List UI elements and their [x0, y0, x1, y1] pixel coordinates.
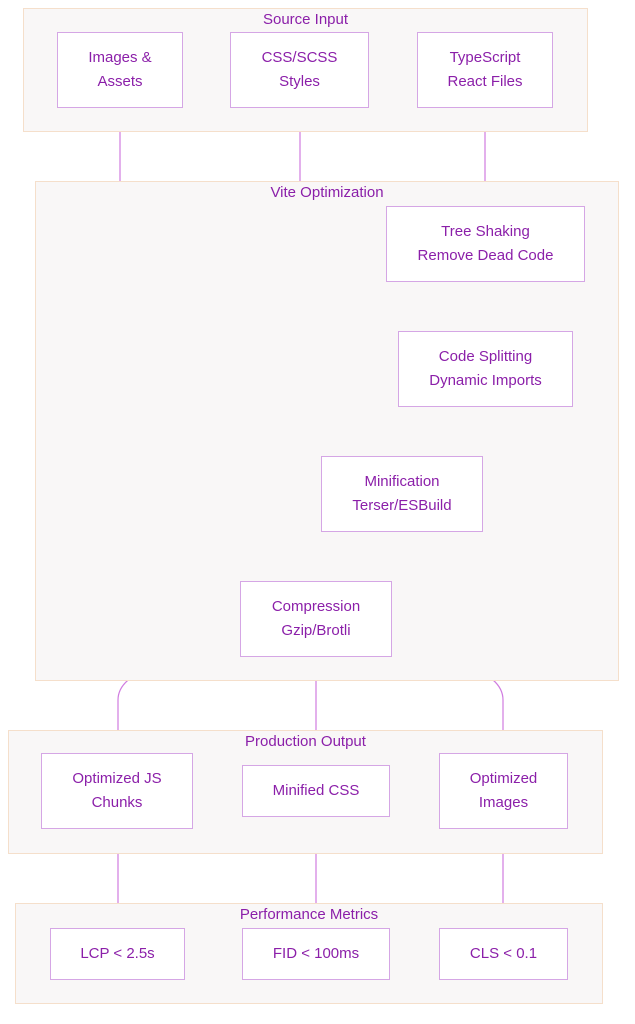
node-compression: Compression Gzip/Brotli [240, 581, 392, 657]
node-compression-line1: Compression [271, 598, 361, 615]
node-tree-shaking-line2: Remove Dead Code [417, 247, 554, 264]
node-typescript-line2: React Files [447, 73, 523, 90]
node-lcp: LCP < 2.5s [50, 928, 185, 980]
group-title-vite-optimization: Vite Optimization [270, 184, 384, 201]
group-title-production-output: Production Output [245, 733, 366, 750]
node-typescript-line1: TypeScript [449, 49, 521, 66]
node-code-splitting-line1: Code Splitting [438, 348, 533, 365]
node-minified-css: Minified CSS [242, 765, 390, 817]
node-fid: FID < 100ms [242, 928, 390, 980]
node-images-assets-line2: Assets [97, 73, 143, 90]
node-optimized-images: Optimized Images [439, 753, 568, 829]
node-cls: CLS < 0.1 [439, 928, 568, 980]
node-images-assets: Images & Assets [57, 32, 183, 108]
group-title-source-input: Source Input [262, 11, 349, 28]
node-optimized-js-chunks: Optimized JS Chunks [41, 753, 193, 829]
node-optimized-js-line1: Optimized JS [72, 770, 162, 787]
node-minification-line2: Terser/ESBuild [352, 497, 452, 514]
node-css-scss-line1: CSS/SCSS [261, 49, 338, 66]
node-minification: Minification Terser/ESBuild [321, 456, 483, 532]
node-minified-css-line1: Minified CSS [272, 782, 360, 799]
node-tree-shaking: Tree Shaking Remove Dead Code [386, 206, 585, 282]
node-typescript-react-files: TypeScript React Files [417, 32, 553, 108]
group-title-performance-metrics: Performance Metrics [239, 906, 379, 923]
node-css-scss-styles: CSS/SCSS Styles [230, 32, 369, 108]
node-optimized-images-line1: Optimized [469, 770, 538, 787]
node-cls-line1: CLS < 0.1 [469, 945, 538, 962]
node-optimized-js-line2: Chunks [91, 794, 143, 811]
node-optimized-images-line2: Images [478, 794, 529, 811]
node-code-splitting-line2: Dynamic Imports [429, 372, 542, 389]
node-compression-line2: Gzip/Brotli [281, 622, 351, 639]
node-code-splitting: Code Splitting Dynamic Imports [398, 331, 573, 407]
node-minification-line1: Minification [364, 473, 440, 490]
node-css-scss-line2: Styles [279, 73, 320, 90]
node-lcp-line1: LCP < 2.5s [80, 945, 155, 962]
node-tree-shaking-line1: Tree Shaking [441, 223, 530, 240]
node-fid-line1: FID < 100ms [272, 945, 360, 962]
node-images-assets-line1: Images & [88, 49, 152, 66]
